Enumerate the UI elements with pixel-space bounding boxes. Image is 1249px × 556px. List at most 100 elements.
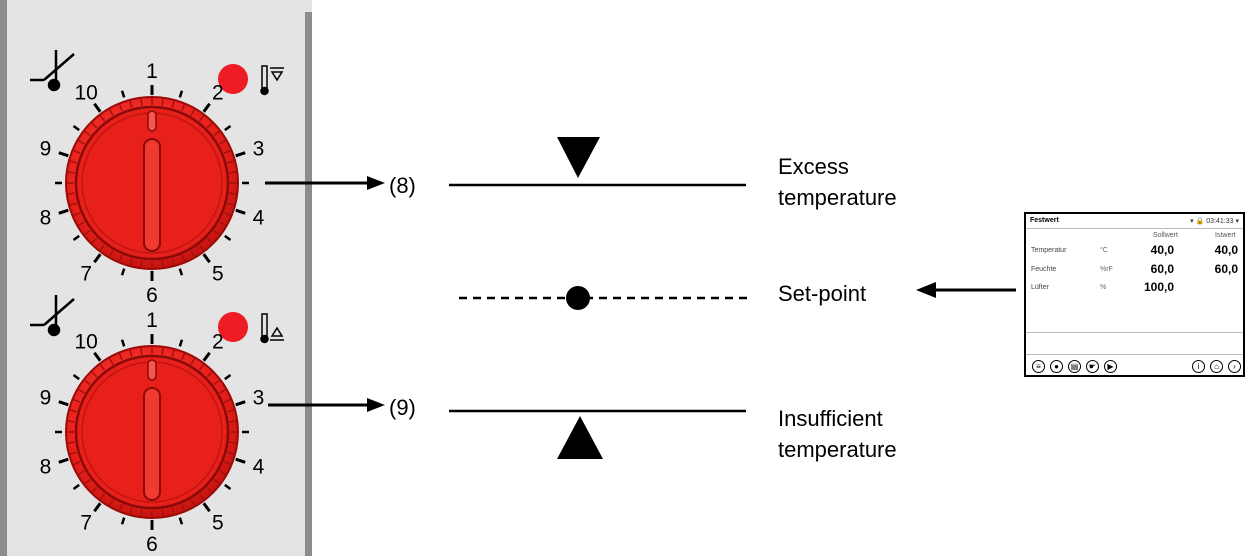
thermostat-icon-lower <box>30 295 75 337</box>
dial-upper-knurl <box>229 192 237 195</box>
down-triangle-icon <box>557 137 600 178</box>
dial-lower-knurl <box>223 398 231 403</box>
dial-lower-grip[interactable] <box>143 387 161 501</box>
dial-upper-knurl <box>219 221 226 227</box>
marker-9: (9) <box>389 395 416 420</box>
dial-lower-knurl <box>161 509 164 517</box>
panel-border-left <box>0 0 7 556</box>
controller-display: Festwert ▾ 🔒 03:41:33 ▾ Sollwert Istwert… <box>1024 212 1245 377</box>
dial-lower-knurl <box>78 388 85 394</box>
dial-upper-minor-tick <box>120 268 126 276</box>
dial-upper-minor-tick <box>72 234 80 242</box>
dial-lower-knurl <box>73 461 81 466</box>
dial-upper-knurl <box>219 139 226 145</box>
panel-border-right <box>305 12 312 556</box>
display-divider <box>1026 228 1243 229</box>
dial-upper-knurl <box>73 149 81 154</box>
dial-upper-minor-tick <box>178 90 184 98</box>
row-fan-set[interactable]: 100,0 <box>1143 280 1174 294</box>
dial-lower-knurl <box>213 379 220 386</box>
row-temperature-set[interactable]: 40,0 <box>1150 243 1174 257</box>
dial-lower-knurl <box>69 409 77 413</box>
dial-upper-number: 8 <box>40 207 52 230</box>
thermostat-icon-upper <box>30 50 75 92</box>
dial-lower-knurl <box>229 420 237 423</box>
col-actual: Istwert <box>1215 232 1236 239</box>
dial-lower-knurl <box>91 371 98 378</box>
dial-upper-tick <box>235 208 246 215</box>
row-humidity-unit: %rF <box>1100 266 1113 273</box>
dial-upper-knurl <box>181 104 186 112</box>
dial-lower-knurl <box>99 364 106 371</box>
dial-lower-knurl <box>229 441 237 444</box>
dial-lower-knurl <box>223 461 231 466</box>
row-humidity-set[interactable]: 60,0 <box>1150 262 1174 276</box>
dial-upper-minor-tick <box>178 268 184 276</box>
dial-lower-knurl <box>161 347 164 355</box>
dial-lower-number: 10 <box>74 330 97 353</box>
dial-upper-knurl <box>206 237 213 244</box>
next-icon[interactable]: › <box>1228 360 1241 373</box>
arrow-upper-head <box>367 176 385 190</box>
dial-upper-knurl <box>227 160 235 164</box>
excess-label-line2: temperature <box>778 185 897 210</box>
dial-lower-number: 3 <box>253 386 265 409</box>
dial-lower-knurl <box>84 478 91 485</box>
dial-lower-minor-tick <box>224 483 232 491</box>
dial-upper-knurl <box>99 115 106 122</box>
dial-lower-tick <box>202 351 211 362</box>
touch-icon[interactable]: ☛ <box>1086 360 1099 373</box>
dial-upper-knurl <box>227 202 235 206</box>
dial-upper-knurl <box>223 212 231 217</box>
dial-lower-minor-tick <box>72 483 80 491</box>
dial-upper-knurl <box>108 109 114 116</box>
dial-lower-knurl <box>78 470 85 476</box>
dial-upper-grip[interactable] <box>143 138 161 252</box>
dial-lower-knurl <box>213 478 220 485</box>
dial-upper-tick <box>93 253 102 264</box>
dial-lower-knurl <box>227 451 235 455</box>
dial-upper-knurl <box>229 171 237 174</box>
dial-lower-knurl <box>219 470 226 476</box>
dial-lower-knurl <box>181 353 186 361</box>
row-temperature-actual: 40,0 <box>1214 243 1238 257</box>
dial-upper-knurl <box>84 229 91 236</box>
dial-lower-minor-tick <box>178 339 184 347</box>
menu-icon[interactable]: ▤ <box>1068 360 1081 373</box>
dial-lower-knurl <box>206 371 213 378</box>
dial-lower-knurl <box>84 379 91 386</box>
dial-lower-knurl <box>67 420 75 423</box>
dial-lower-knurl <box>206 486 213 493</box>
dial-upper-minor-tick <box>224 234 232 242</box>
dial-upper-knurl <box>118 104 123 112</box>
dial-upper-tick <box>202 102 211 113</box>
arrow-setpoint-head <box>916 282 936 298</box>
info-icon[interactable]: i <box>1192 360 1205 373</box>
dial-upper-number: 1 <box>146 60 158 83</box>
dial-upper-minor-tick <box>224 124 232 132</box>
dial-lower-tick <box>58 400 69 407</box>
dial-lower-number: 2 <box>212 330 224 353</box>
play-icon[interactable]: ▶ <box>1104 360 1117 373</box>
home-icon[interactable]: ⌂ <box>1210 360 1223 373</box>
dial-upper-knurl <box>171 258 175 266</box>
dial-lower-tick <box>235 400 246 407</box>
dial-upper-tick <box>202 253 211 264</box>
excess-label-line1: Excess <box>778 154 849 179</box>
dial-upper-minor-tick <box>120 90 126 98</box>
dial-lower-knurl <box>73 398 81 403</box>
dial-upper-knurl <box>161 98 164 106</box>
dial-upper-knurl <box>181 254 186 262</box>
alarm-icon[interactable]: ● <box>1050 360 1063 373</box>
dial-upper-minor-tick <box>72 124 80 132</box>
dial-upper-pointer <box>147 110 157 132</box>
dial-upper-knurl <box>161 260 164 268</box>
list-icon[interactable]: ≡ <box>1032 360 1045 373</box>
dial-lower-knurl <box>198 364 205 371</box>
setpoint-dot <box>566 286 590 310</box>
dial-lower-number: 8 <box>40 456 52 479</box>
dial-lower-minor-tick <box>72 373 80 381</box>
dial-lower-knurl <box>108 499 114 506</box>
